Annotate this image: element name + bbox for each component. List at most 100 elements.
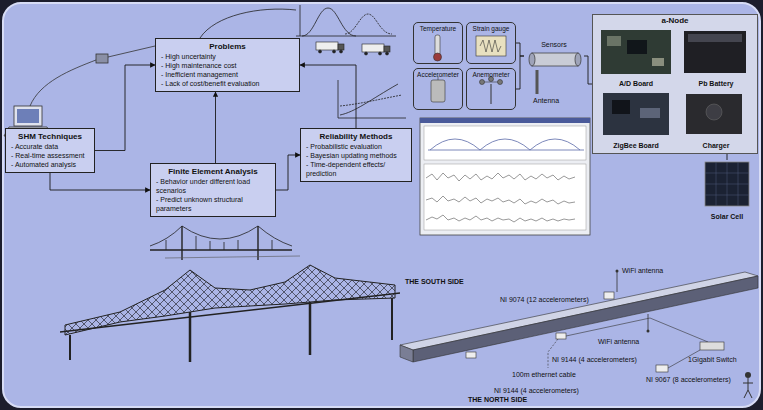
- solar-cell: Solar Cell: [700, 160, 754, 222]
- a-node-panel: [684, 31, 746, 73]
- instrumented-deck: [466, 352, 476, 358]
- load-curves: [302, 8, 356, 36]
- laptop: [17, 109, 39, 123]
- instrumented-deck: [548, 339, 558, 368]
- bullet-text: - High uncertainty: [161, 52, 294, 61]
- instrumented-deck: [656, 365, 668, 372]
- bullet-text: - Behavior under different load scenario…: [156, 177, 270, 195]
- monitor-screenshot: [430, 139, 580, 150]
- monitor-screenshot: [426, 173, 575, 181]
- bullet-text: - Time-dependent effects/ prediction: [306, 160, 406, 178]
- sensor-cylinder: [529, 53, 581, 66]
- connector: [50, 173, 150, 190]
- laptop: [14, 106, 42, 126]
- solar-panel: [705, 162, 749, 206]
- trucks: [319, 50, 322, 53]
- info-box: Finite Element Analysis- Behavior under …: [150, 163, 276, 217]
- trucks: [338, 44, 344, 50]
- truss-bridge: [65, 265, 395, 335]
- instrumented-deck: [743, 378, 753, 398]
- device-label: NI 9067 (8 accelerometers): [646, 376, 731, 384]
- monitor-screenshot: [428, 150, 584, 151]
- a-node-panel: [686, 94, 742, 134]
- truss-bridge: [189, 312, 192, 362]
- instrumented-deck: [400, 345, 413, 362]
- a-node-panel: [652, 58, 664, 66]
- a-node-panel: [706, 104, 722, 120]
- a-node-panel: [607, 36, 621, 46]
- monitor-screenshot: [426, 196, 575, 204]
- instrumented-deck: [617, 272, 618, 292]
- sensor-cylinder: [532, 53, 578, 66]
- bullet-text: - Probabilistic evaluation: [306, 142, 406, 151]
- bullet-text: - Bayesian updating methods: [306, 151, 406, 160]
- bullet-text: - Real-time assessment: [11, 151, 89, 160]
- device-label: NI 9144 (4 accelerometers): [494, 387, 579, 395]
- caption: Temperature: [414, 25, 462, 33]
- instrumented-deck: [400, 272, 758, 350]
- monitor-screenshot: [426, 215, 575, 222]
- a-node-panel: [603, 93, 669, 135]
- node-panel: a-NodeA/D BoardPb BatteryZigBee BoardCha…: [592, 14, 758, 154]
- component-photo: ZigBee Board: [599, 91, 673, 151]
- instrumented-deck: [648, 314, 649, 330]
- suspension-bridge: [165, 256, 300, 258]
- a-node-panel: [627, 40, 647, 54]
- connector: [516, 43, 524, 56]
- instrumented-deck: [556, 333, 566, 339]
- panel-ground: [3, 3, 760, 407]
- instrumented-deck: [616, 270, 619, 273]
- suspension-bridge: [150, 226, 300, 260]
- instrumented-deck: [647, 330, 650, 333]
- caption: Anemometer: [467, 71, 515, 79]
- reliability-plot: [338, 80, 406, 118]
- device-label: 100m ethernet cable: [512, 371, 576, 379]
- suspension-bridge: [181, 226, 182, 260]
- caption: Charger: [679, 141, 753, 150]
- bullet-text: - Predict unknown structural parameters: [156, 195, 270, 213]
- box-heading: Reliability Methods: [306, 132, 406, 142]
- bullet-text: - High maintenance cost: [161, 61, 294, 70]
- monitor-screenshot: [420, 118, 590, 235]
- a-node-panel: [592, 14, 758, 154]
- antenna: [536, 70, 539, 94]
- a-node-panel: [601, 30, 671, 74]
- truss-bridge: [60, 265, 400, 362]
- truss-bridge: [69, 335, 71, 360]
- trucks: [362, 44, 384, 52]
- sensor-box: Temperature: [413, 22, 463, 64]
- panel-heading: a-Node: [593, 16, 757, 26]
- sensor-icons: [491, 84, 492, 104]
- a-node-panel: [592, 14, 758, 154]
- trucks: [379, 52, 382, 55]
- trucks: [384, 46, 390, 52]
- connector: [516, 56, 524, 89]
- a-node-panel: [612, 100, 630, 114]
- instrumented-deck: [413, 276, 758, 362]
- connector: [215, 92, 216, 163]
- instrumented-deck: [700, 342, 724, 350]
- sensor-icons: [480, 40, 501, 52]
- sensor-box: Accelerometer: [413, 68, 463, 110]
- cable: [96, 54, 108, 63]
- component-photo: Pb Battery: [679, 29, 753, 89]
- box-heading: Problems: [161, 42, 294, 52]
- sensor-cylinder: [575, 53, 581, 66]
- device-label: WiFi antenna: [622, 267, 663, 275]
- device-label: NI 9144 (4 accelerometers): [552, 356, 637, 364]
- suspension-bridge: [257, 226, 258, 260]
- reliability-plot: [338, 118, 406, 119]
- bullet-text: - Inefficient management: [161, 70, 294, 79]
- solar-panel: [705, 162, 749, 206]
- sensor-box: Anemometer: [466, 68, 516, 110]
- trucks: [340, 50, 343, 53]
- box-heading: SHM Techniques: [11, 132, 89, 142]
- cable: [30, 60, 96, 106]
- device-label: Antenna: [533, 97, 559, 105]
- sensor-icons: [431, 35, 506, 104]
- reliability-plot: [340, 95, 402, 106]
- instrumented-deck: [604, 292, 614, 299]
- sensor-cylinder: [529, 53, 535, 66]
- caption: Sensors: [524, 40, 584, 49]
